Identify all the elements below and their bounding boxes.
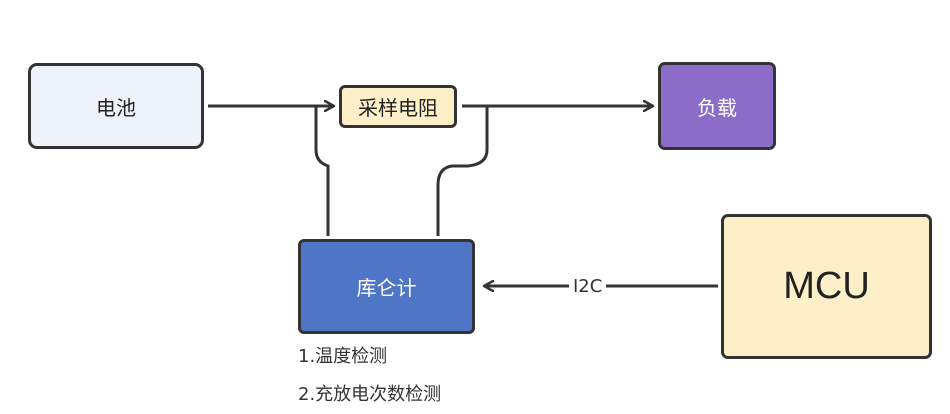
- note-charge-cycle-detection: 2.充放电次数检测: [298, 384, 442, 405]
- sense-lead-left: [314, 106, 330, 236]
- load-label: 负载: [697, 95, 737, 120]
- fuel-gauge-node: 库仑计: [298, 239, 475, 334]
- battery-label: 电池: [96, 95, 136, 120]
- i2c-label: I2C: [569, 276, 607, 297]
- note-temperature-detection: 1.温度检测: [298, 346, 388, 367]
- sense-resistor-label: 采样电阻: [358, 96, 438, 120]
- mcu-label: MCU: [783, 265, 870, 307]
- sense-lead-right: [436, 106, 489, 236]
- load-node: 负载: [658, 62, 776, 150]
- fuel-gauge-label: 库仑计: [356, 276, 417, 300]
- sense-resistor-node: 采样电阻: [339, 85, 457, 128]
- mcu-node: MCU: [721, 214, 932, 359]
- battery-node: 电池: [28, 63, 204, 149]
